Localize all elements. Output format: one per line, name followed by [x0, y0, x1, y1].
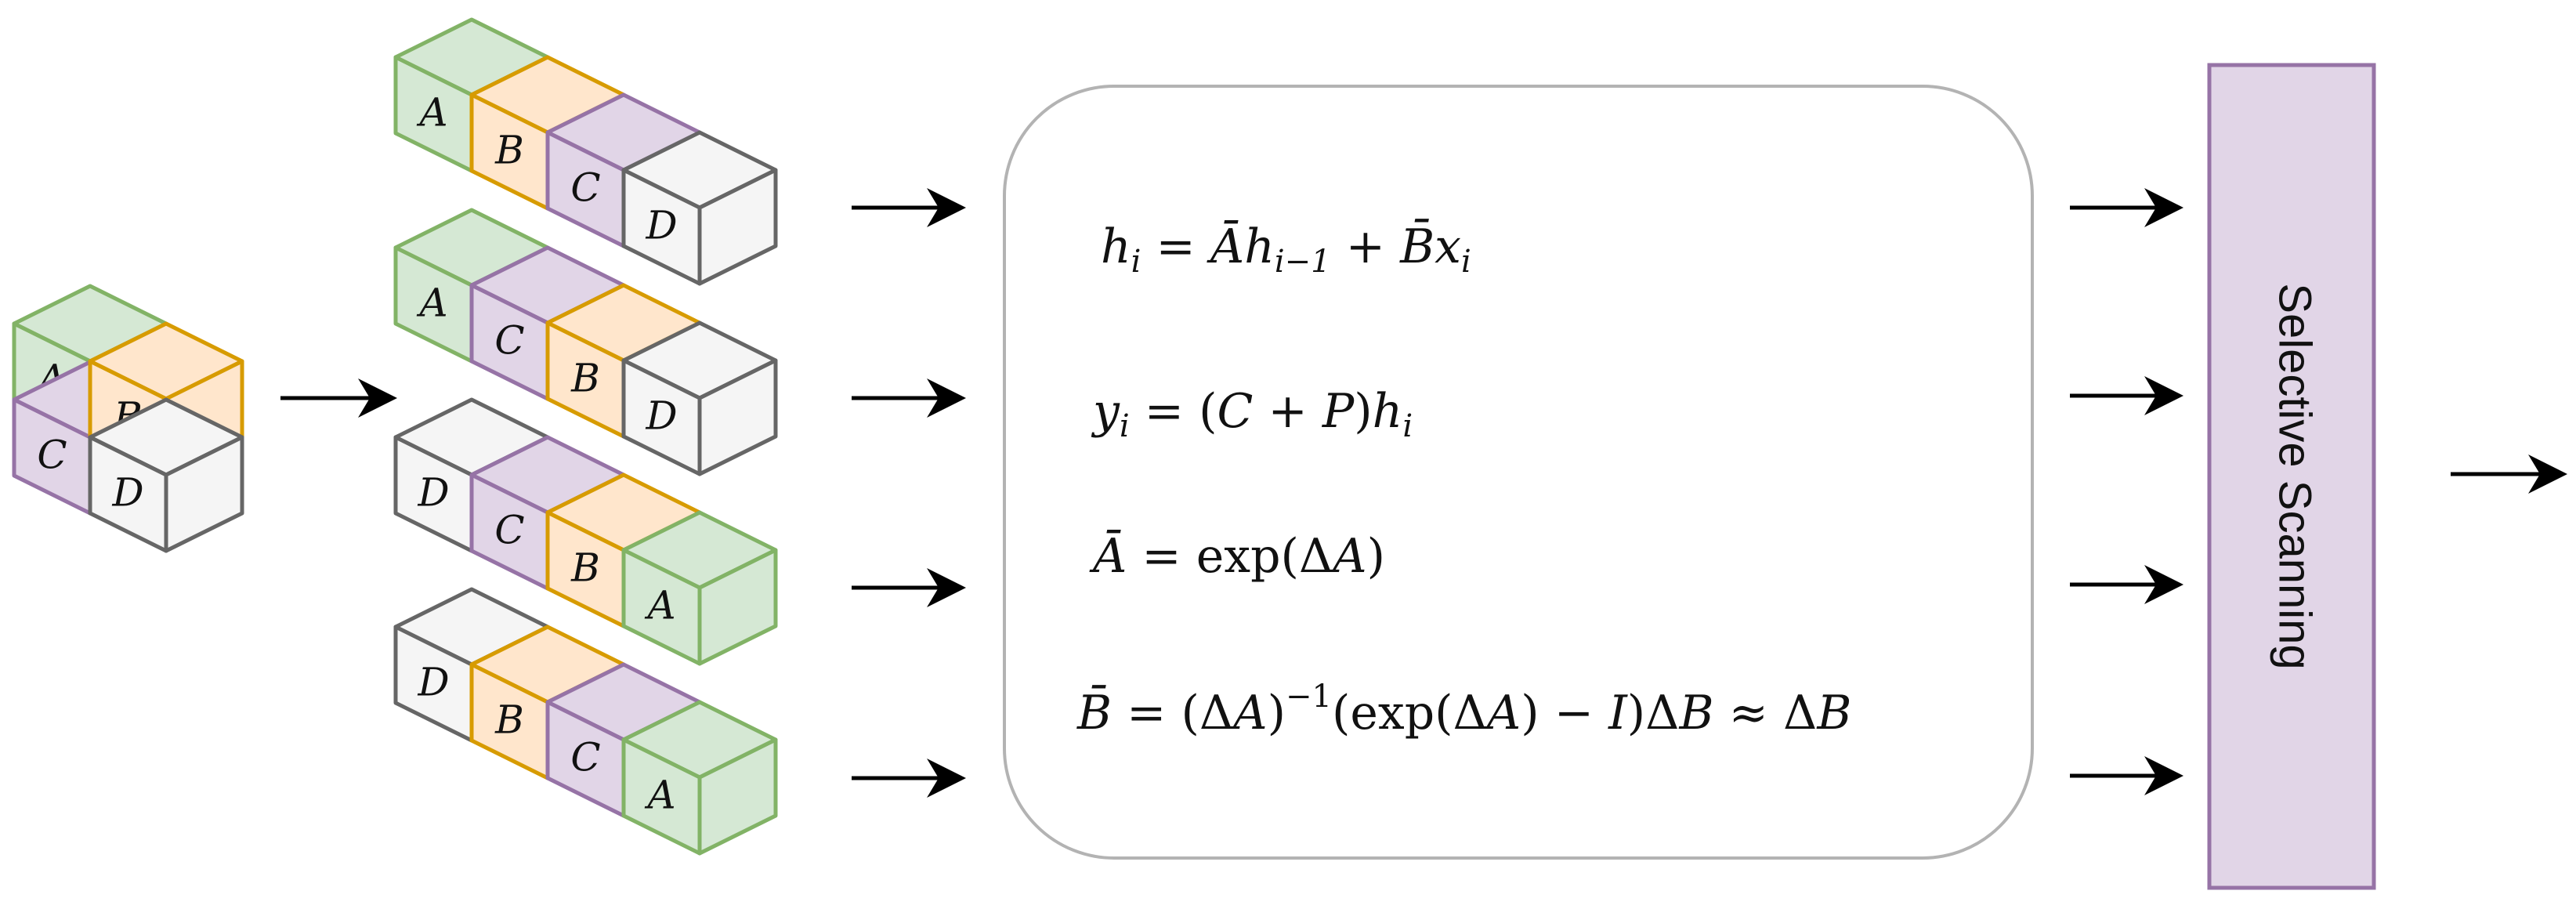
selective-scanning-block: Selective Scanning: [2207, 63, 2376, 890]
sequence-2-cell-b: B: [545, 283, 702, 439]
equation-output: yi = (C + P)hi: [1091, 384, 1413, 444]
cell-label: D: [417, 470, 449, 516]
cell-side-face: [697, 737, 778, 856]
cell-label: D: [645, 203, 677, 248]
equation-state-update: hi = Āhi−1 + B̄xi: [1101, 219, 1471, 280]
sequence-1-cell-c: C: [545, 92, 702, 248]
cell-label: C: [37, 433, 67, 478]
cell-label: D: [111, 470, 143, 516]
cell-label: A: [416, 90, 447, 136]
cell-label: B: [570, 545, 600, 591]
ssm-equation-box: hi = Āhi−1 + B̄xi yi = (C + P)hi Ā = exp…: [1003, 85, 2034, 860]
cell-side-face: [697, 358, 778, 476]
cell-label: C: [494, 318, 524, 364]
cell-label: B: [570, 356, 600, 401]
cell-label: C: [494, 508, 524, 553]
scan-sequence-3: DC BA: [393, 397, 778, 666]
scan-sequence-2: A C BD: [393, 208, 778, 476]
cell-label: B: [494, 697, 524, 743]
cell-label: C: [570, 165, 600, 211]
sequence-4-cell-a: A: [621, 700, 778, 856]
equation-b-bar: B̄ = (ΔA)−1(exp(ΔA) − I)ΔB ≈ ΔB: [1076, 679, 1851, 740]
cell-side-face: [164, 435, 244, 553]
arrows-sequences-to-ssm: [852, 188, 966, 798]
sequence-1-cell-d: D: [621, 130, 778, 286]
cell-label: B: [494, 128, 524, 173]
selective-scanning-label: Selective Scanning: [2270, 283, 2321, 669]
sequence-2-cell-d: D: [621, 320, 778, 476]
input-cube-d: D: [88, 397, 244, 553]
cell-side-face: [697, 548, 778, 666]
cell-label: A: [644, 583, 675, 628]
scan-sequence-4: DB CA: [393, 587, 778, 856]
scan-sequence-1: A B CD: [393, 17, 778, 286]
cell-side-face: [697, 168, 778, 286]
cell-label: C: [570, 735, 600, 780]
cell-label: A: [416, 281, 447, 326]
equation-a-bar: Ā = exp(ΔA): [1089, 529, 1385, 584]
cell-label: D: [417, 660, 449, 705]
arrows-ssm-to-scanning: [2070, 188, 2183, 795]
sequence-3-cell-a: A: [621, 510, 778, 666]
cell-label: D: [645, 393, 677, 439]
cell-label: A: [644, 773, 675, 818]
